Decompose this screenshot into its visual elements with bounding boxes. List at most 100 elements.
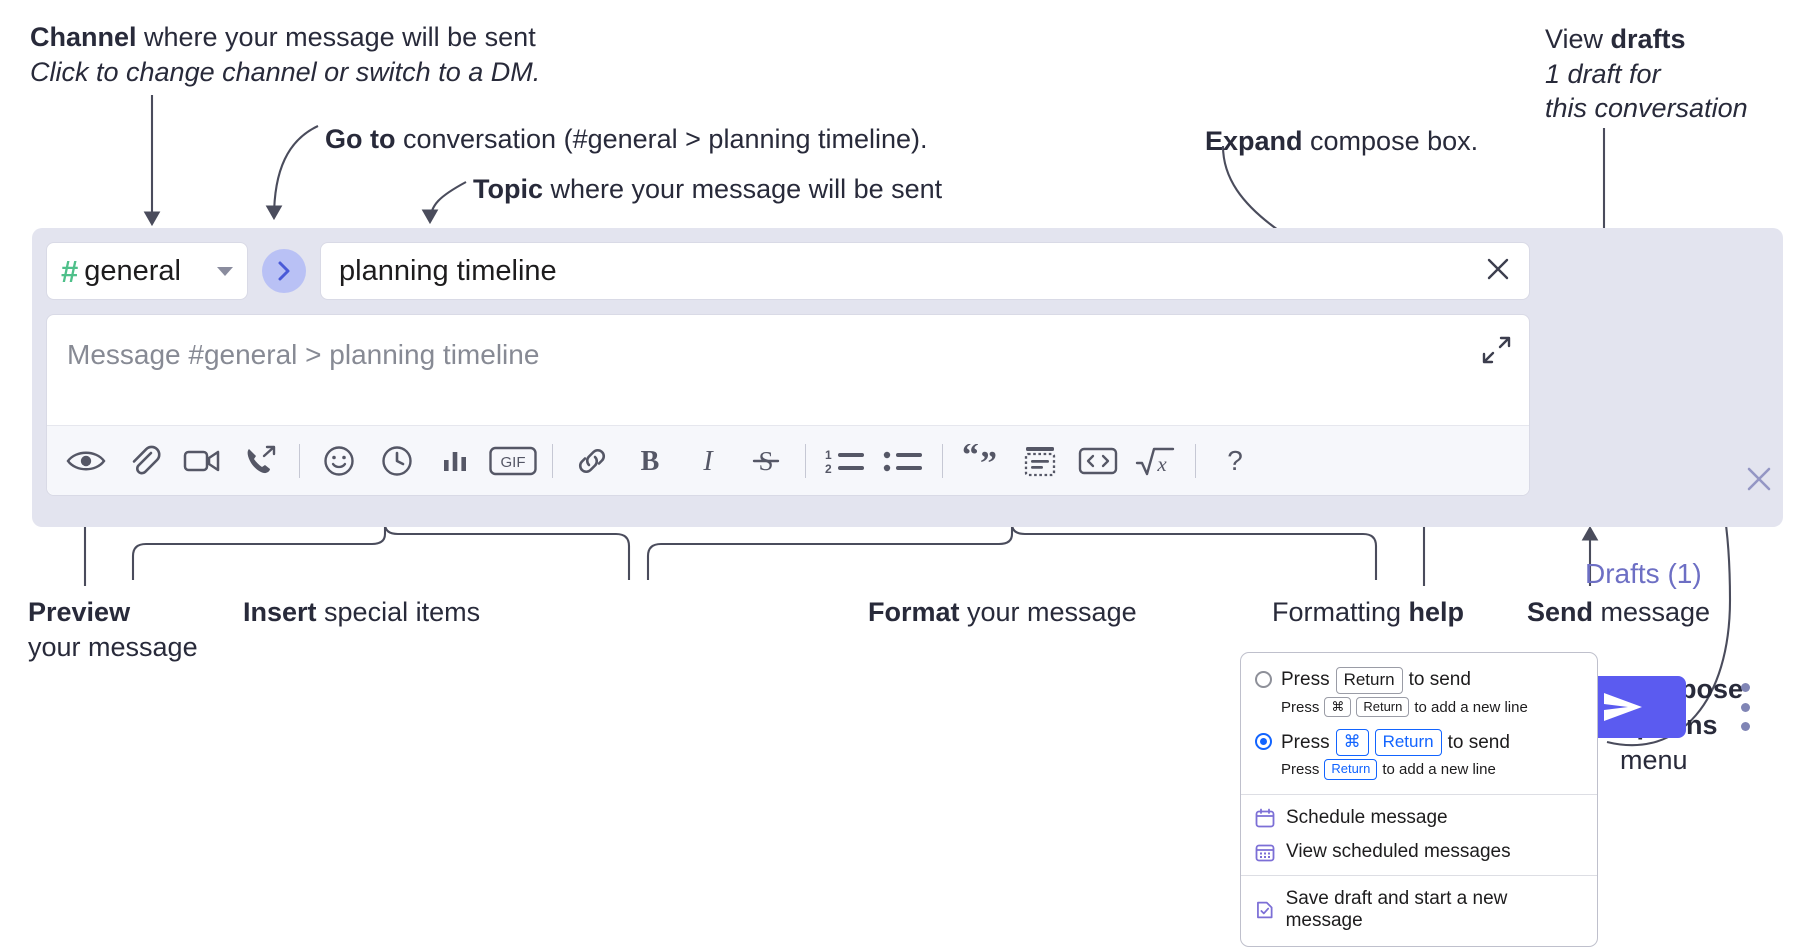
annotation-format-bold: Format [868,597,960,627]
compose-options-menu: Press Return to send Press ⌘ Return to a… [1240,652,1598,947]
menu-item-view-scheduled-messages[interactable]: View scheduled messages [1241,835,1597,869]
message-input-box[interactable]: Message #general > planning timeline [46,314,1530,496]
code-icon[interactable] [1069,432,1127,490]
keycap-return: Return [1324,759,1378,780]
channel-selector-button[interactable]: # general [46,242,248,300]
svg-text:x: x [1156,452,1167,476]
annotation-formatting-help: Formatting help [1272,595,1464,630]
help-icon[interactable]: ? [1206,432,1264,490]
annotation-drafts-line3: this conversation [1545,93,1748,124]
annotation-expand: Expand compose box. [1205,124,1478,159]
code-block-icon[interactable] [1011,432,1069,490]
option-main-line: Press Return to send [1281,667,1528,694]
gif-icon[interactable]: GIF [484,432,542,490]
keycap-return: Return [1356,696,1410,718]
menu-option-return-to-send[interactable]: Press Return to send Press ⌘ Return to a… [1241,663,1597,725]
menu-divider [1241,793,1597,795]
compose-options-menu-button[interactable] [1732,683,1758,731]
kebab-dot [1740,702,1750,712]
svg-text:I: I [702,446,714,477]
clock-icon[interactable] [368,432,426,490]
italic-icon[interactable]: I [679,432,737,490]
toolbar-separator [552,443,553,478]
annotation-drafts-pre: View [1545,24,1611,54]
radio-cmd-return-to-send[interactable] [1255,733,1272,751]
audio-call-icon[interactable] [231,432,289,490]
toolbar-separator [1195,443,1196,478]
kebab-dot [1740,722,1750,731]
menu-item-save-draft[interactable]: Save draft and start a new message [1241,882,1597,938]
option-sub-post: to add a new line [1382,761,1496,779]
menu-item-label: View scheduled messages [1286,840,1511,862]
option-pre: Press [1281,731,1330,753]
expand-compose-button[interactable] [1481,335,1511,370]
annotation-drafts-line2: 1 draft for [1545,58,1661,89]
save-draft-icon [1257,901,1273,919]
go-to-conversation-button[interactable] [262,249,306,293]
annotation-preview: Preview your message [28,595,198,664]
compose-header-row: # general planning timeline [46,242,1530,300]
menu-item-label: Save draft and start a new message [1285,887,1508,931]
link-icon[interactable] [563,432,621,490]
menu-item-label: Schedule message [1286,806,1448,828]
topic-input[interactable]: planning timeline [320,242,1530,300]
annotation-send: Send message [1527,595,1710,630]
annotation-format-rest: your message [959,597,1137,627]
math-icon[interactable]: x [1127,432,1185,490]
svg-text:“: “ [962,444,979,474]
svg-text:?: ? [1227,445,1243,476]
drafts-link[interactable]: Drafts (1) [1585,558,1702,589]
annotation-insert-rest: special items [316,597,481,627]
blockquote-icon[interactable]: “” [953,432,1011,490]
annotation-topic: Topic where your message will be sent [473,172,942,207]
annotation-expand-bold: Expand [1205,126,1303,156]
menu-item-schedule-message[interactable]: Schedule message [1241,801,1597,835]
annotation-preview-bold: Preview [28,597,131,627]
svg-text:B: B [641,446,660,477]
annotation-insert-bold: Insert [243,597,317,627]
annotation-compose-rest: menu [1620,745,1688,776]
hash-icon: # [61,253,79,289]
channel-name: general [84,254,181,287]
bulleted-list-icon[interactable] [874,432,932,490]
annotation-drafts: View drafts 1 draft for this conversatio… [1545,22,1748,126]
send-icon [1604,693,1642,721]
bold-icon[interactable]: B [621,432,679,490]
expand-icon [1482,336,1511,364]
annotation-topic-bold: Topic [473,174,543,204]
annotation-send-bold: Send [1527,597,1594,627]
svg-text:2: 2 [825,462,832,476]
annotation-topic-rest: where your message will be sent [543,174,943,204]
keycap-command: ⌘ [1335,729,1369,757]
annotation-goto: Go to conversation (#general > planning … [325,122,928,157]
option-sub-pre: Press [1281,761,1320,779]
annotation-insert: Insert special items [243,595,480,630]
toolbar-separator [942,443,943,478]
option-sub-line: Press Return to add a new line [1281,759,1510,780]
close-icon[interactable] [1744,464,1774,499]
option-sub-post: to add a new line [1414,698,1528,716]
annotation-format: Format your message [868,595,1137,630]
poll-icon[interactable] [426,432,484,490]
attachment-icon[interactable] [115,432,173,490]
option-sub-pre: Press [1281,698,1320,716]
clear-topic-icon[interactable] [1483,254,1513,289]
radio-return-to-send[interactable] [1255,671,1272,688]
annotation-channel-rest: where your message will be sent [136,22,536,52]
message-placeholder: Message #general > planning timeline [67,339,540,370]
annotation-expand-rest: compose box. [1302,126,1479,156]
strikethrough-icon[interactable]: S [737,432,795,490]
compose-panel: Drafts (1) # general planning timelin [32,228,1783,738]
emoji-icon[interactable] [310,432,368,490]
video-icon[interactable] [173,432,231,490]
preview-icon[interactable] [57,432,115,490]
chevron-down-icon [217,266,233,276]
svg-text:GIF: GIF [501,454,526,471]
annotation-goto-bold: Go to [325,124,396,154]
menu-option-cmd-return-to-send[interactable]: Press ⌘ Return to send Press Return to a… [1241,725,1597,787]
option-pre: Press [1281,669,1330,691]
calendar-icon [1255,808,1275,828]
keycap-return: Return [1335,667,1403,694]
